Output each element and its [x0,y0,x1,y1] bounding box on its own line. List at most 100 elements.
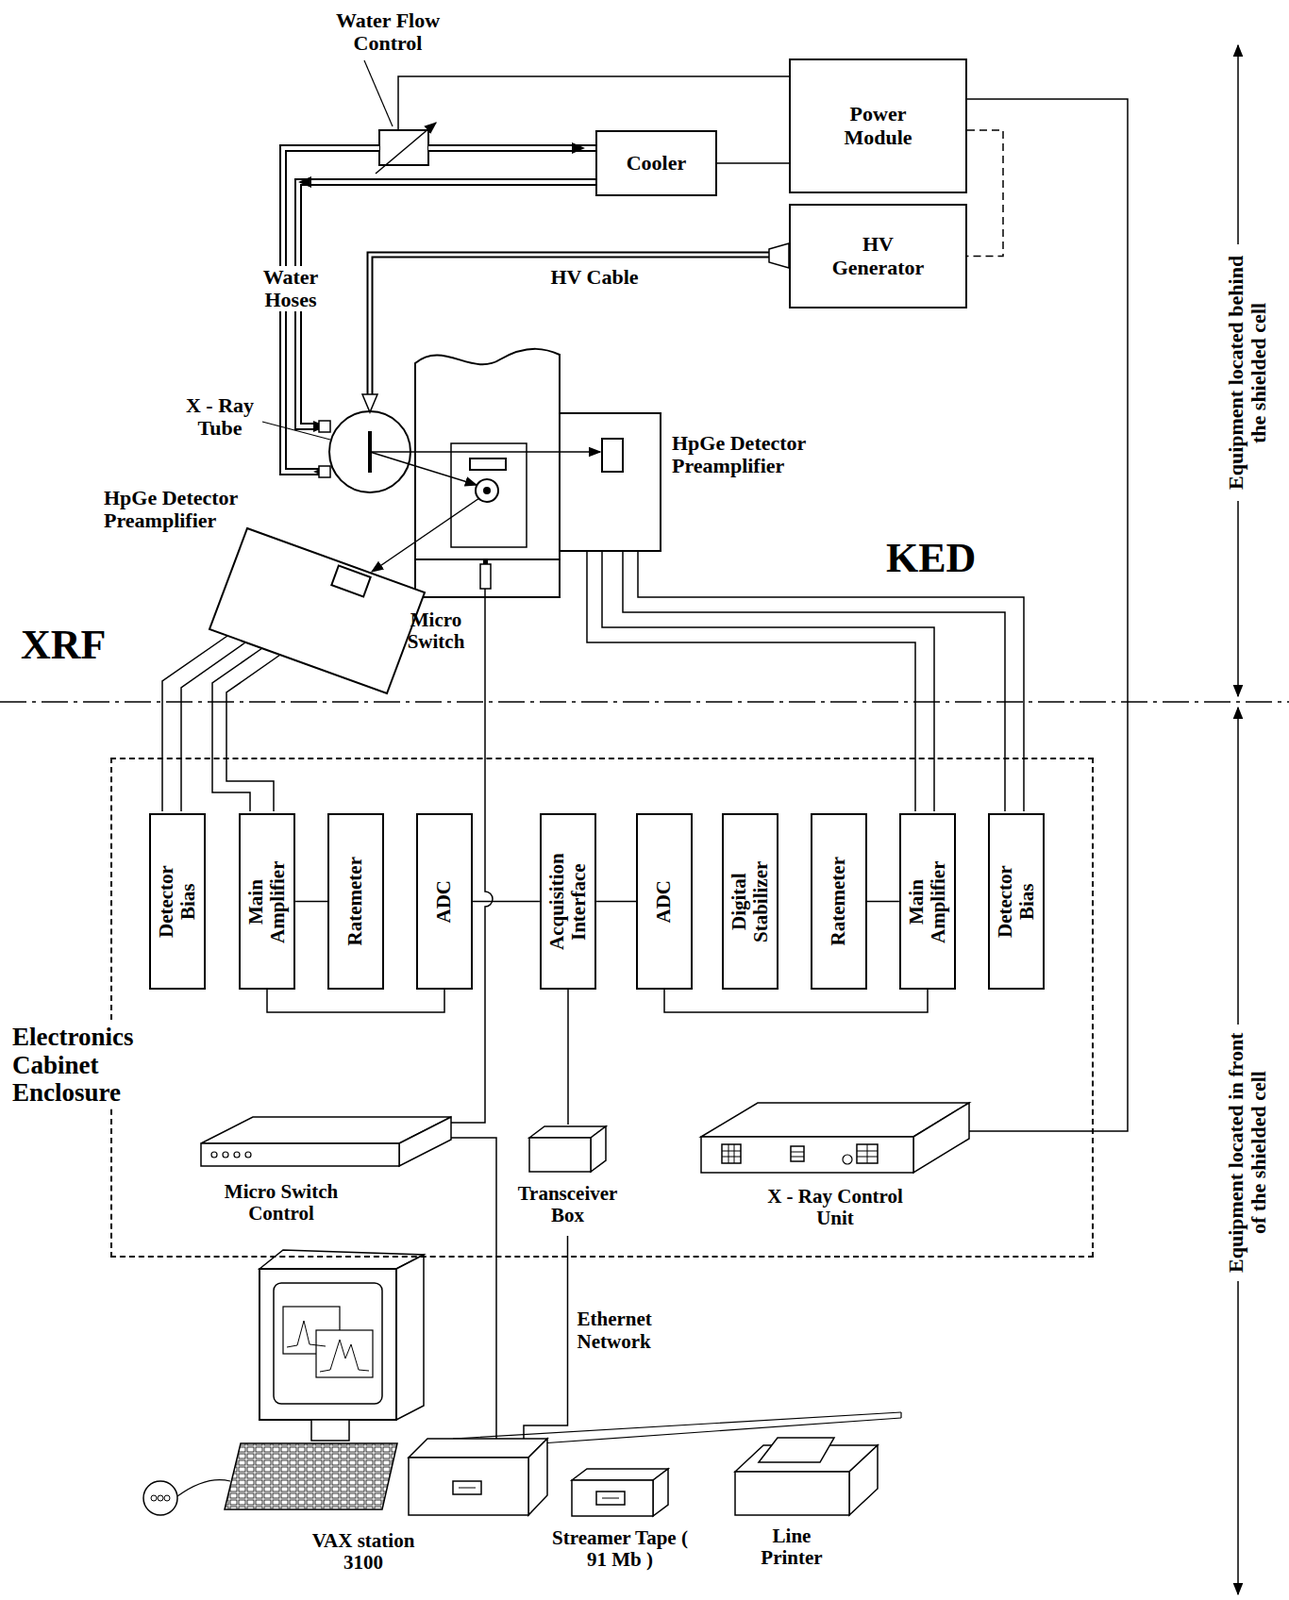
panel-grid [856,1144,878,1164]
mouse [143,1481,178,1516]
shielded-cell [483,486,491,495]
connector-line [596,901,637,904]
detector-label: HpGe Detector Preamplifier [671,432,833,478]
control-panel [856,1144,878,1164]
device-caption: X - Ray Control Unit [754,1186,916,1230]
shielded-cell [469,458,506,470]
printer-unit: Line Printer [735,1434,878,1574]
x-ray-tube [362,394,378,413]
hv-generator-box: HV Generator [788,203,968,309]
control-panel [790,1146,804,1162]
bias-box: Detector Bias [149,813,206,990]
connector-line [567,989,570,1125]
ked-preamplifier [559,413,661,552]
box-label: Power Module [821,102,936,149]
panel-grid [721,1144,741,1164]
detector-cable [226,654,281,812]
detector-cable [602,551,935,812]
connector-line [967,99,1128,1132]
x-ray-tube [262,421,331,440]
tape-drive-unit: Streamer Tape ( 91 Mb ) [549,1469,691,1575]
hose-flow-arrow [298,176,312,188]
adc-box: ADC [636,813,693,990]
indicator-lamp [222,1152,229,1158]
xrf-preamplifier [209,528,425,694]
interface-box: Acquisition Interface [539,813,597,990]
region-heading: Electronics Cabinet Enclosure [12,1023,168,1108]
connector-line [967,130,1004,257]
shielded-cell [483,558,488,565]
device-icon [283,1439,548,1516]
box-label: Main Amplifier [905,849,950,955]
workstation-monitor [273,1283,383,1405]
device-icon [513,1124,622,1172]
xrf-preamplifier [331,566,370,598]
xray-control-unit: X - Ray Control Unit [701,1099,970,1237]
connector-line [523,1236,569,1440]
device-top [571,1469,669,1481]
workstation-monitor [259,1250,424,1441]
device-icon [549,1469,691,1517]
connector-line [472,901,540,904]
device-front [200,1143,400,1167]
workstation-monitor [316,1330,373,1378]
cable-label: HV Cable [528,266,661,289]
power-wire [398,76,789,131]
hose-flow-arrow [571,142,586,154]
workstation-monitor [319,1339,369,1373]
cooler-box: Cooler [595,130,718,197]
connector-line [295,901,328,904]
box-label: ADC [433,880,455,924]
amplifier-box: Main Amplifier [238,813,296,990]
zone-divider [0,45,1289,1595]
cable-tray [900,1412,902,1419]
x-ray-beam [369,451,601,572]
xrf-preamplifier [209,528,425,694]
box-label: Ratemeter [827,856,850,946]
mouse [157,1495,164,1502]
device-icon [200,1109,452,1171]
detector-label: HpGe Detector Preamplifier [103,486,265,533]
switch-control-unit: Micro Switch Control [200,1109,452,1233]
box-label: Detector Bias [994,849,1038,955]
detector-cable [637,551,1024,812]
box-label: Digital Stabilizer [728,849,772,955]
flow-control-valve [364,60,436,174]
zone-divider [0,701,1289,704]
paper-stack [758,1438,835,1463]
workstation-monitor [311,1420,350,1441]
workstation-monitor [286,1321,326,1348]
tape-slot [602,1498,620,1500]
device-icon [701,1099,970,1176]
shielded-cell [451,443,527,548]
connector-line [867,901,900,904]
box-label: Main Amplifier [245,849,289,955]
workstation-unit: VAX station 3100 [283,1439,548,1581]
detector-cable [181,642,246,812]
zone-label: Equipment located in front of the shield… [1224,1024,1271,1282]
connector-label: Ethernet Network [577,1308,691,1353]
cable-tray [452,1412,902,1440]
keyboard [224,1443,398,1510]
control-panel [721,1144,741,1164]
mouse [177,1480,231,1497]
workstation-monitor [259,1269,397,1421]
transceiver-unit: Transceiver Box [513,1124,622,1237]
connector-line [451,1138,497,1440]
power-module-box: Power Module [788,58,968,194]
connector-line [267,989,445,1013]
device-caption: Line Printer [744,1525,839,1570]
water-hose [428,144,596,152]
panel-grid [790,1152,804,1157]
x-ray-beam [369,451,601,453]
connector-line [664,989,928,1013]
indicator-lamp [211,1152,218,1158]
device-side [652,1469,669,1517]
x-ray-beam [369,451,477,486]
callout-label: Water Hoses [248,266,334,312]
ked-preamplifier [559,413,661,552]
box-label: Cooler [626,151,687,175]
box-label: Ratemeter [344,856,367,946]
